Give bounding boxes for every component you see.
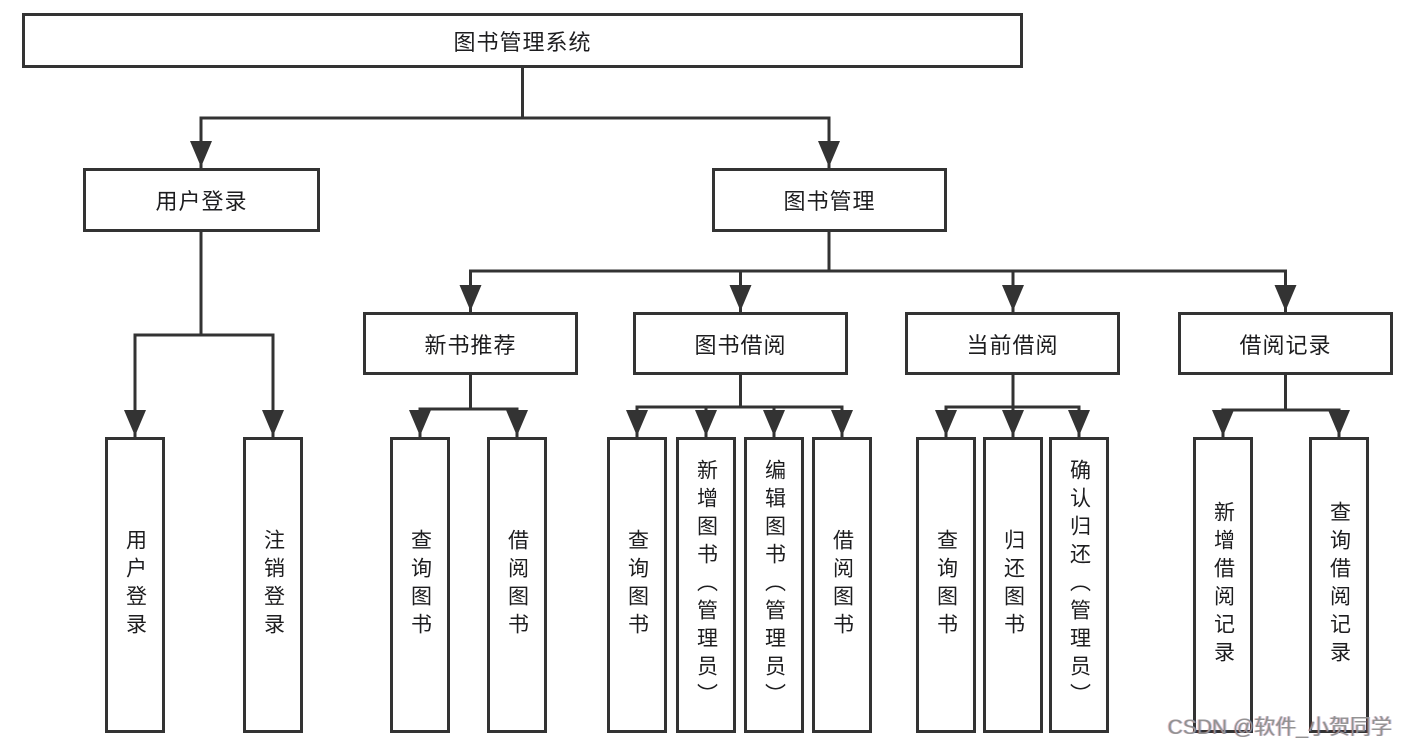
leaf-current-query-book: 查询图书 (916, 437, 976, 733)
csdn-watermark: CSDN @软件_小贺同学 (1167, 716, 1392, 739)
node-current-borrowing: 当前借阅 (905, 312, 1120, 375)
node-root-library-system: 图书管理系统 (22, 13, 1023, 68)
node-user-login: 用户登录 (83, 168, 320, 232)
leaf-user-login: 用户登录 (105, 437, 165, 733)
node-borrowing-records: 借阅记录 (1178, 312, 1393, 375)
leaf-borrow-query-book: 查询图书 (607, 437, 667, 733)
leaf-newrec-query-book: 查询图书 (390, 437, 450, 733)
leaf-newrec-borrow-book: 借阅图书 (487, 437, 547, 733)
leaf-current-confirm-return-admin: 确认归还（管理员） (1049, 437, 1109, 733)
leaf-borrow-edit-book-admin: 编辑图书（管理员） (744, 437, 804, 733)
leaf-current-return-book: 归还图书 (983, 437, 1043, 733)
leaf-logout: 注销登录 (243, 437, 303, 733)
leaf-borrow-add-book-admin: 新增图书（管理员） (676, 437, 736, 733)
leaf-borrow-borrow-book: 借阅图书 (812, 437, 872, 733)
node-book-management: 图书管理 (712, 168, 947, 232)
leaf-record-query-borrow-record: 查询借阅记录 (1309, 437, 1369, 733)
leaf-record-add-borrow-record: 新增借阅记录 (1193, 437, 1253, 733)
node-book-borrowing: 图书借阅 (633, 312, 848, 375)
node-new-book-recommend: 新书推荐 (363, 312, 578, 375)
